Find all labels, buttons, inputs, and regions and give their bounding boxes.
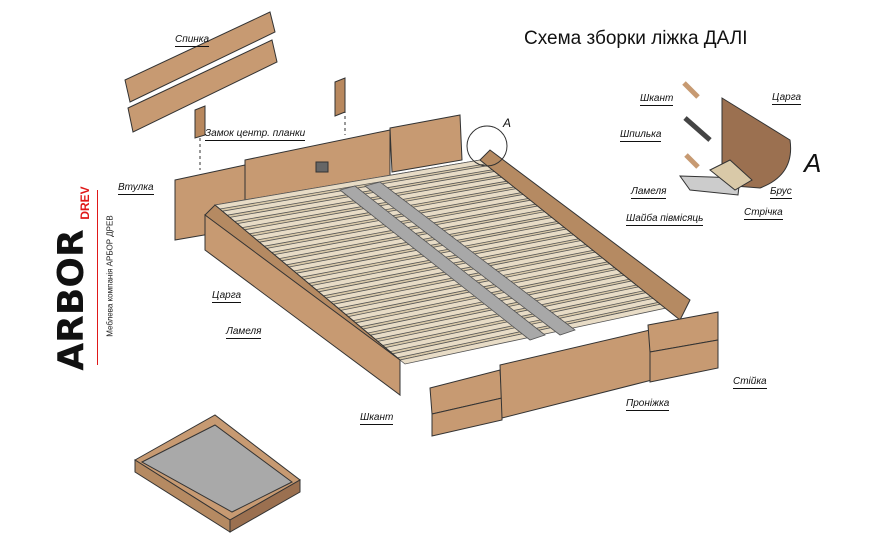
detail-label-dowel: Шкант (640, 93, 674, 106)
thumbnail (134, 414, 301, 533)
detail-label-slat: Ламеля (631, 186, 667, 199)
label-dowel: Шкант (360, 412, 394, 425)
callout-a: A (503, 116, 512, 130)
headboard (124, 11, 346, 170)
back-frame (174, 114, 463, 241)
detail-marker: A (804, 148, 822, 178)
label-crossbar: Проніжка (626, 398, 670, 411)
center-bar (339, 185, 546, 341)
label-headboard: Спинка (175, 34, 210, 47)
logo-tagline: Меблева компанія АРБОР ДРЕВ (105, 215, 115, 337)
logo-accent: DREV (78, 186, 92, 220)
detail-label-side-rail: Царга (772, 92, 802, 105)
detail-label-beam: Брус (770, 186, 792, 199)
detail-label-stud: Шпилька (620, 129, 662, 142)
label-side-rail: Царга (212, 290, 242, 303)
detail-label-washer: Шайба півмісяць (626, 213, 704, 226)
detail-label-strip: Стрічка (744, 207, 783, 220)
label-center-lock: Замок центр. планки (205, 128, 306, 141)
logo-divider (97, 190, 98, 365)
detail-a (466, 81, 792, 196)
logo-brand: ARBOR (51, 229, 92, 371)
side-rails (204, 149, 691, 397)
footboard (429, 311, 719, 437)
page-title: Схема зборки ліжка ДАЛІ (524, 28, 748, 49)
label-bushing: Втулка (118, 182, 154, 195)
label-post: Стійка (733, 376, 767, 389)
label-slat: Ламеля (226, 326, 262, 339)
